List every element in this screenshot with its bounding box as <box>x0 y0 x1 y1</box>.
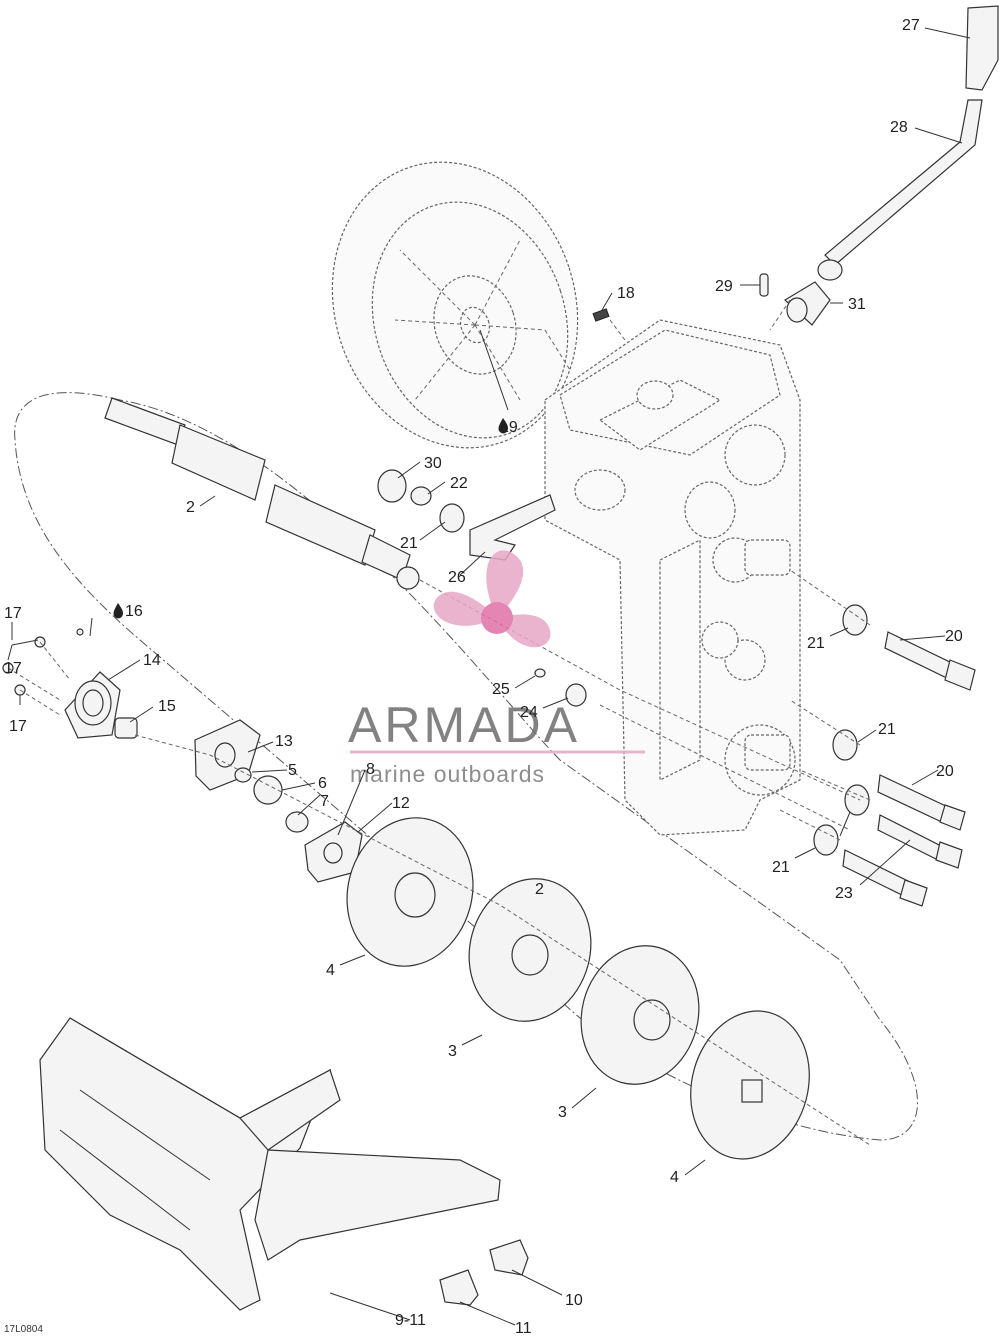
callout-24: 24 <box>520 704 538 721</box>
callout-4: 4 <box>670 1169 679 1186</box>
watermark-title: ARMADA <box>348 697 580 753</box>
track-loop-outline <box>14 392 918 1141</box>
callout-leaders <box>7 27 971 1326</box>
callout-21: 21 <box>400 535 418 552</box>
callout-5: 5 <box>288 762 297 779</box>
callout-20: 20 <box>945 628 963 645</box>
callout-8: 8 <box>366 761 375 778</box>
callout-17: 17 <box>4 660 22 677</box>
callout-11: 11 <box>515 1320 532 1337</box>
sprocket-wheels <box>346 817 810 1160</box>
callout-25: 25 <box>492 681 510 698</box>
callout-17: 17 <box>9 718 27 735</box>
reverse-lever <box>592 5 999 326</box>
propeller-logo <box>433 550 551 648</box>
assembly-axes <box>7 299 871 1146</box>
oil-drop-icon <box>113 603 123 619</box>
drive-pulley-wheel <box>331 161 579 449</box>
callout-7: 7 <box>320 793 329 810</box>
callout-3: 3 <box>558 1104 567 1121</box>
callout-2: 2 <box>535 881 544 898</box>
callout-6: 6 <box>318 775 327 792</box>
track-clips <box>439 1239 529 1306</box>
callout-4: 4 <box>326 962 335 979</box>
callout-22: 22 <box>450 475 468 492</box>
callout-14: 14 <box>143 652 161 669</box>
callout-21: 21 <box>878 721 896 738</box>
oil-drop-icon <box>498 418 508 434</box>
callout-12: 12 <box>392 795 410 812</box>
callout-17: 17 <box>4 605 22 622</box>
callout-9-11: 9-11 <box>395 1312 426 1329</box>
callout-13: 13 <box>275 733 293 750</box>
callout-15: 15 <box>158 698 176 715</box>
callout-21: 21 <box>807 635 825 652</box>
diagram-code: 17L0804 <box>4 1324 43 1335</box>
callout-18: 18 <box>617 285 635 302</box>
callout-27: 27 <box>902 17 920 34</box>
track-belt <box>39 1017 501 1311</box>
callout-28: 28 <box>890 119 908 136</box>
callout-30: 30 <box>424 455 442 472</box>
callout-16: 16 <box>125 603 143 620</box>
callout-29: 29 <box>715 278 733 295</box>
bracket <box>469 494 556 561</box>
gearbox-housing <box>544 319 801 836</box>
watermark-subtitle: marine outboards <box>350 761 545 787</box>
callout-20: 20 <box>936 763 954 780</box>
sprocket-hardware <box>377 469 465 533</box>
callout-26: 26 <box>448 569 466 586</box>
bearing-housing-assembly <box>2 628 138 739</box>
callout-2: 2 <box>186 499 195 516</box>
callout-3: 3 <box>448 1043 457 1060</box>
callout-21: 21 <box>772 859 790 876</box>
armada-watermark: ARMADA marine outboards <box>348 550 645 787</box>
callout-31: 31 <box>848 296 866 313</box>
callout-23: 23 <box>835 885 853 902</box>
drive-shaft <box>104 397 420 590</box>
callout-19: 19 <box>500 419 518 436</box>
bolts <box>534 604 976 907</box>
callout-10: 10 <box>565 1292 583 1309</box>
